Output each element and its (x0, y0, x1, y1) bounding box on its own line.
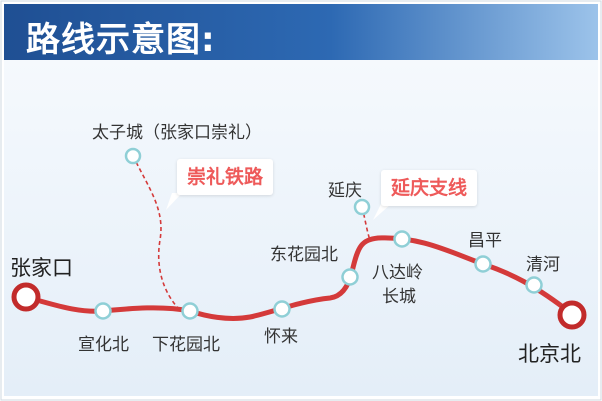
chongli-railway-callout: 崇礼铁路 (177, 159, 274, 195)
station-label-badaling: 八达岭 (372, 263, 423, 283)
page-title: 路线示意图: (26, 20, 216, 60)
terminal-beijing-bei-marker (557, 300, 587, 330)
station-xuanhua-bei-marker (94, 302, 112, 320)
chongli-branch-line (132, 155, 181, 311)
station-label-qinghe: 清河 (526, 255, 560, 275)
yanqing-branch-callout: 延庆支线 (381, 170, 478, 206)
station-label-changcheng: 长城 (382, 287, 416, 307)
station-yanqing-marker (353, 198, 371, 216)
station-donghuayuan-bei-marker (341, 268, 359, 286)
station-label-changping: 昌平 (468, 231, 502, 251)
station-changping-marker (474, 255, 492, 273)
station-taizicheng-marker (124, 147, 142, 165)
station-label-huailai: 怀来 (264, 327, 298, 347)
station-label-xuanhua-bei: 宣化北 (78, 335, 129, 355)
station-label-taizicheng: 太子城（张家口崇礼） (92, 123, 262, 143)
station-label-yanqing: 延庆 (328, 181, 362, 201)
title-bar: 路线示意图: (4, 4, 598, 60)
station-label-zhangjiakou: 张家口 (10, 256, 73, 280)
main-rail-line (22, 235, 575, 321)
terminal-zhangjiakou-marker (11, 282, 41, 312)
station-xiahuayuan-bei-marker (181, 302, 199, 320)
map-background (4, 60, 598, 396)
chongli-callout-pointer (166, 193, 182, 210)
station-huailai-marker (273, 300, 291, 318)
station-badaling-marker (393, 230, 411, 248)
yanqing-callout-pointer (373, 204, 391, 220)
station-label-donghuayuan-bei: 东花园北 (270, 245, 338, 265)
station-label-xiahuayuan-bei: 下花园北 (152, 335, 220, 355)
station-qinghe-marker (525, 276, 543, 294)
station-label-beijing-bei: 北京北 (518, 342, 581, 366)
